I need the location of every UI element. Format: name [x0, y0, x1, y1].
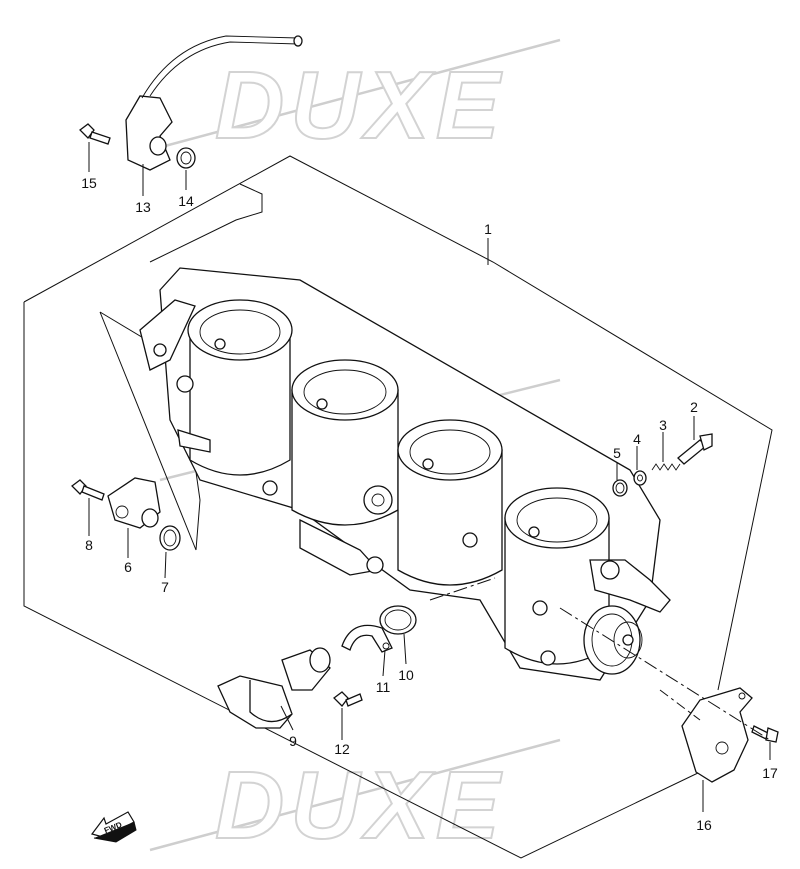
o-ring-5: [612, 479, 628, 497]
callout-7: 7: [161, 579, 169, 595]
watermark-logo-bottom: DUXE: [149, 738, 561, 860]
watermark-logo-top: DUXE: [149, 38, 561, 160]
callout-6: 6: [124, 559, 132, 575]
fwd-arrow-icon: FWD: [90, 811, 137, 843]
callout-17: 17: [762, 765, 778, 781]
throttle-pulley: [583, 605, 643, 675]
callout-12: 12: [334, 741, 350, 757]
screw-17: [751, 725, 779, 743]
o-ring-14: [176, 147, 196, 169]
o-ring-7: [159, 525, 181, 551]
callout-16: 16: [696, 817, 712, 833]
washer-4: [633, 470, 647, 486]
callout-15: 15: [81, 175, 97, 191]
screw-15: [79, 123, 111, 145]
bracket-16: [681, 687, 753, 783]
o-ring-10: [379, 605, 417, 635]
bore-4: [504, 487, 610, 665]
callout-5: 5: [613, 445, 621, 461]
watermark-text: DUXE: [215, 52, 506, 159]
spring-3: [651, 463, 681, 471]
watermark-text: DUXE: [215, 752, 506, 859]
callout-4: 4: [633, 431, 641, 447]
callout-10: 10: [398, 667, 414, 683]
callout-2: 2: [690, 399, 698, 415]
callout-11: 11: [376, 679, 391, 695]
throttle-body-assembly: [139, 267, 671, 681]
bore-1: [187, 299, 293, 476]
callout-1: 1: [484, 221, 492, 237]
bore-3: [397, 419, 503, 586]
clamp-11: [341, 624, 393, 653]
sensor-13: [125, 35, 303, 171]
screw-12: [333, 691, 363, 707]
callout-13: 13: [135, 199, 151, 215]
screw-2: [677, 433, 713, 465]
callout-8: 8: [85, 537, 93, 553]
callout-3: 3: [659, 417, 667, 433]
callout-14: 14: [178, 193, 194, 209]
callouts: 1 2 3 4 5 6 7 8 9 10 11 12 13 14 15 16 1…: [81, 175, 778, 833]
sensor-6: [107, 477, 161, 529]
sensor-9: [217, 647, 331, 729]
leader-lines: [88, 142, 771, 812]
callout-9: 9: [289, 733, 297, 749]
screw-8: [71, 479, 105, 501]
